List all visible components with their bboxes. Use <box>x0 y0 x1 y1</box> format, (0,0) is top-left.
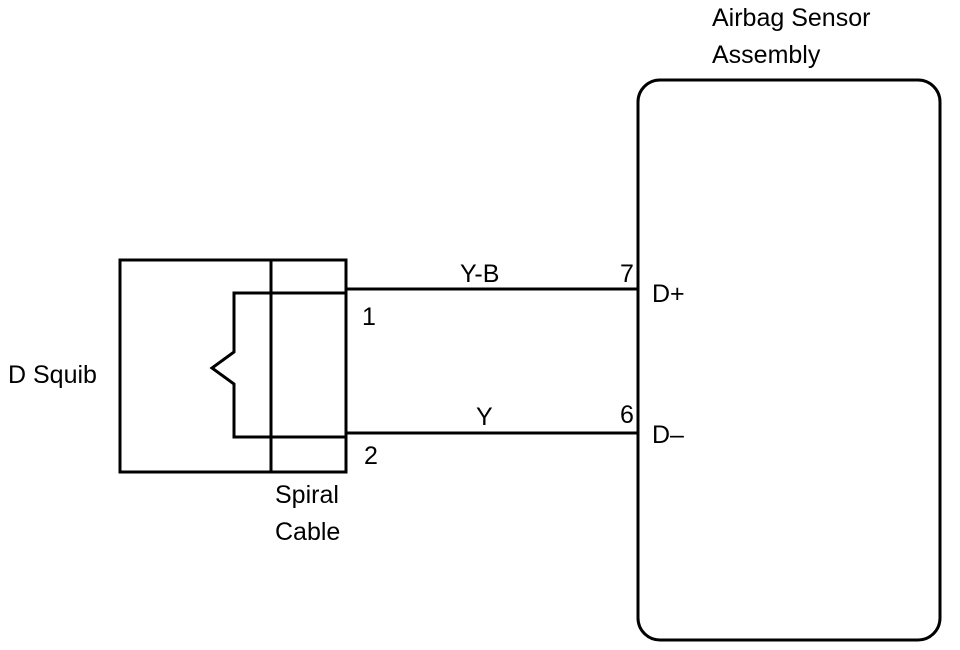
pin-label-d-plus: D+ <box>652 280 685 308</box>
squib-element <box>209 291 346 439</box>
terminal-1-label: 1 <box>362 303 376 331</box>
sensor-title-line2: Assembly <box>712 41 821 69</box>
terminal-2-label: 2 <box>364 442 378 470</box>
squib-assembly: D Squib Spiral Cable 1 2 <box>8 258 378 546</box>
wire-top-color-code: Y-B <box>460 260 499 288</box>
pin-label-d-minus: D– <box>652 421 684 449</box>
pin-6-label: 6 <box>620 401 634 429</box>
pin-7-label: 7 <box>620 260 634 288</box>
spiral-cable-label-line1: Spiral <box>275 481 339 509</box>
sensor-body <box>636 78 942 642</box>
spiral-cable-label-line2: Cable <box>275 518 340 546</box>
wire-bottom-color-code: Y <box>476 403 493 431</box>
sensor-title-line1: Airbag Sensor <box>712 4 870 32</box>
squib-box <box>118 258 348 474</box>
squib-label: D Squib <box>8 361 97 389</box>
airbag-sensor-assembly: Airbag Sensor Assembly D+ D– <box>636 4 942 642</box>
wire-top: Y-B 7 <box>346 260 638 291</box>
wire-bottom: Y 6 <box>346 401 638 435</box>
